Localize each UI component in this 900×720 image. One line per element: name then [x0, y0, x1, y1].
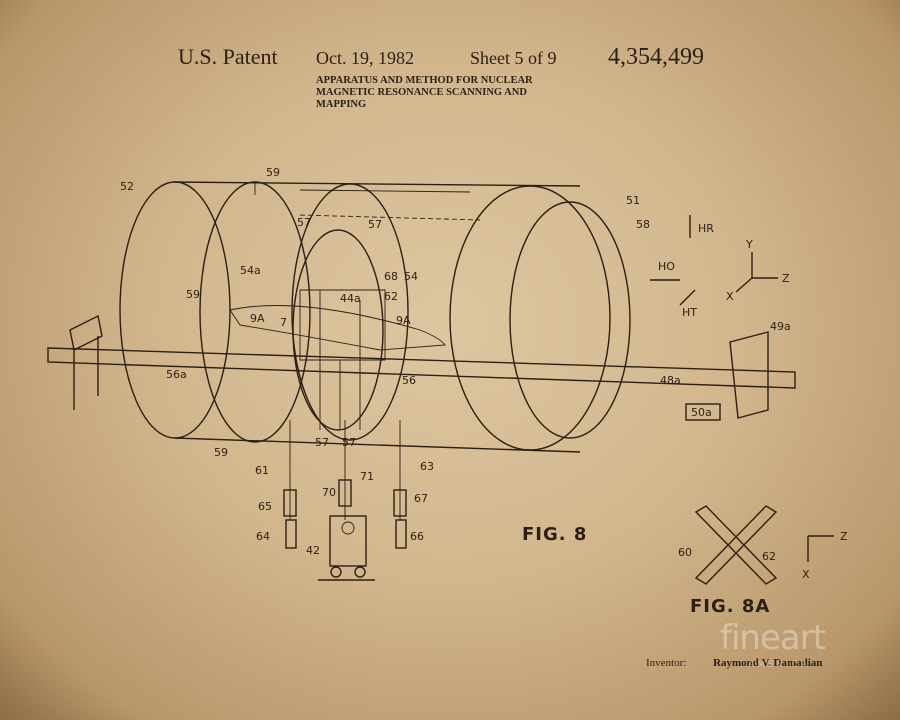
ref-label: 59: [266, 166, 280, 179]
ref-label: 57: [297, 216, 311, 229]
coordinate-axes: [650, 215, 834, 562]
ref-label: 58: [636, 218, 650, 231]
ref-label: 52: [120, 180, 134, 193]
axis-label: X: [726, 290, 734, 303]
axis-label: Z: [840, 530, 848, 543]
axis-label: HR: [698, 222, 714, 235]
ref-label: 61: [255, 464, 269, 477]
fig8a-cross: [694, 505, 778, 585]
magnet-cylinder: [119, 181, 631, 453]
ref-label: 63: [420, 460, 434, 473]
title-line: APPARATUS AND METHOD FOR NUCLEAR: [316, 75, 533, 86]
title-line: MAPPING: [316, 99, 367, 110]
ref-label: 71: [360, 470, 374, 483]
patent-title: APPARATUS AND METHOD FOR NUCLEAR MAGNETI…: [316, 75, 576, 111]
ref-label: 65: [258, 500, 272, 513]
ref-label: 62: [762, 550, 776, 563]
inventor-line: Inventor: Raymond V. Damadian: [646, 657, 822, 669]
rf-coil: [292, 229, 386, 431]
patent-date: Oct. 19, 1982: [316, 48, 414, 68]
ref-label: 7: [280, 316, 287, 329]
ref-label: 57: [315, 436, 329, 449]
patent-number: 4,354,499: [608, 44, 704, 70]
axis-label: HO: [658, 260, 675, 273]
sheet-number: Sheet 5 of 9: [470, 48, 557, 68]
ref-label: 59: [214, 446, 228, 459]
ref-label: 66: [410, 530, 424, 543]
patient-table: [47, 305, 796, 421]
patent-office: U.S. Patent: [178, 44, 278, 69]
ref-label: 50a: [691, 406, 712, 419]
watermark-logo: fineart: [720, 618, 826, 658]
axis-label: HT: [682, 306, 697, 319]
ref-label: 9A: [250, 312, 265, 325]
ref-label: 44a: [340, 292, 361, 305]
ref-label: 60: [678, 546, 692, 559]
console-42: [318, 515, 375, 581]
wiring: [283, 420, 407, 549]
figure-8a-label: FIG. 8A: [690, 596, 771, 617]
ref-label: 59: [186, 288, 200, 301]
ref-label: 64: [256, 530, 270, 543]
ref-label: 56: [402, 374, 416, 387]
ref-label: 67: [414, 492, 428, 505]
ref-label: 51: [626, 194, 640, 207]
ref-label: 57: [368, 218, 382, 231]
inventor-name: Raymond V. Damadian: [713, 657, 823, 669]
figure-8-label: FIG. 8: [522, 524, 588, 545]
ref-label: 54: [404, 270, 418, 283]
ref-label: 48a: [660, 374, 681, 387]
inventor-label: Inventor:: [646, 657, 687, 669]
axis-label: X: [802, 568, 810, 581]
ref-label: 57: [342, 436, 356, 449]
ref-label: 68: [384, 270, 398, 283]
axis-label: Z: [782, 272, 790, 285]
ref-label: 42: [306, 544, 320, 557]
ref-label: 49a: [770, 320, 791, 333]
title-line: MAGNETIC RESONANCE SCANNING AND: [316, 87, 527, 98]
ref-label: 62: [384, 290, 398, 303]
ref-label: 70: [322, 486, 336, 499]
ref-label: 56a: [166, 368, 187, 381]
axis-label: Y: [745, 238, 753, 251]
ref-label: 54a: [240, 264, 261, 277]
watermark-subtext: AMERICA: [748, 660, 810, 670]
ref-label: 9A: [396, 314, 411, 327]
